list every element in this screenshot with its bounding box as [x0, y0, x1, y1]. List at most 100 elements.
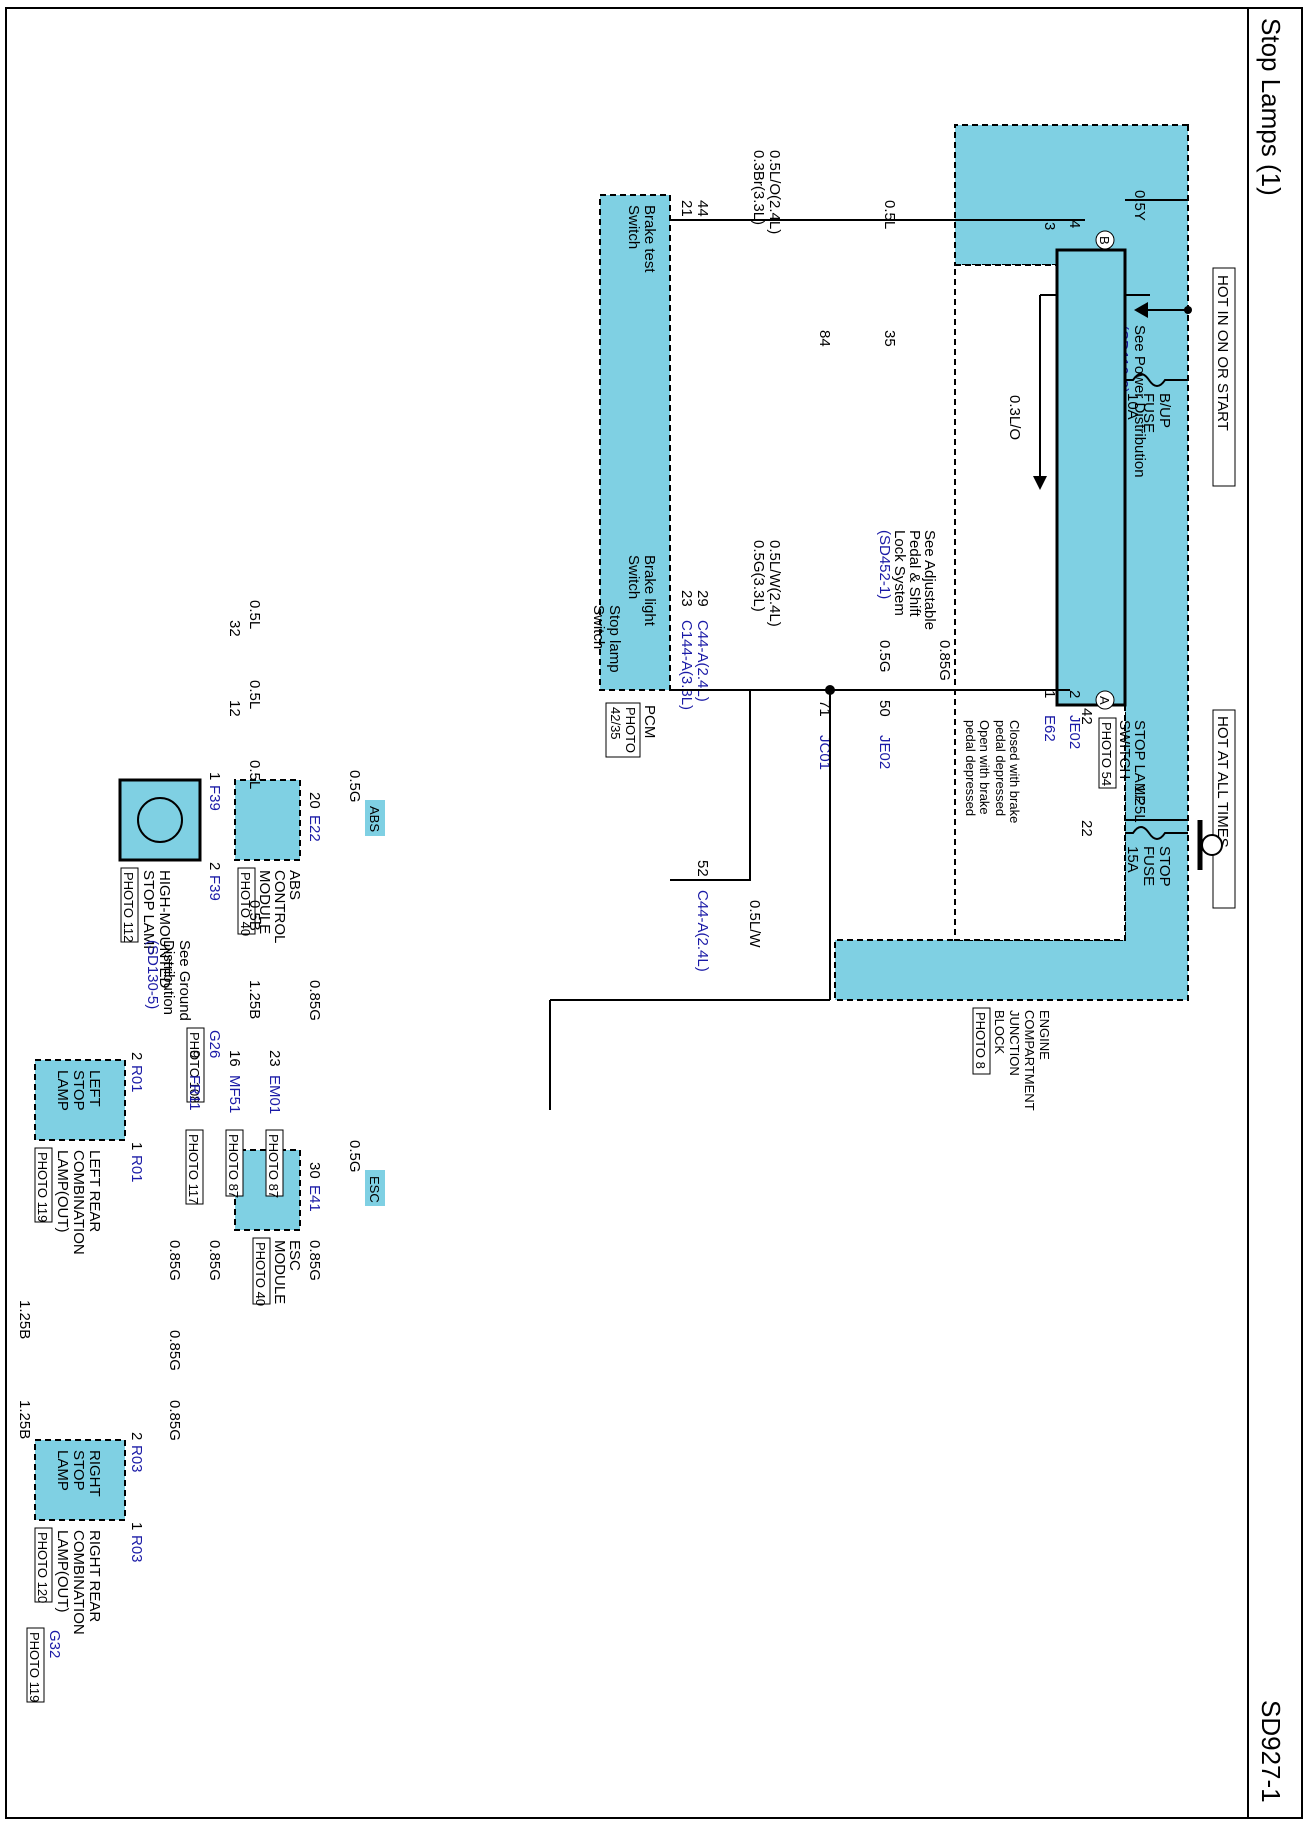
connector-label: E62 — [1041, 715, 1058, 742]
pin-label: 12 — [226, 700, 243, 717]
pin-label: 2 — [128, 1052, 145, 1060]
pin-label: 52 — [694, 860, 711, 877]
sd-feed-arrow — [1033, 476, 1047, 490]
connector-label: MF51 — [226, 1075, 243, 1113]
switch-note-a2: pedal depressed — [993, 720, 1008, 816]
wire-label: 0.85G — [206, 1240, 223, 1281]
pin-label: 84 — [816, 330, 833, 347]
pin-label: 35 — [881, 330, 898, 347]
pin-label: 44 — [694, 200, 711, 217]
connector-label: F39 — [206, 785, 223, 811]
connector-label: JE02 — [876, 735, 893, 769]
hot-all-label: HOT AT ALL TIMES — [1214, 716, 1231, 848]
abs-label2: CONTROL — [271, 870, 288, 943]
wire-group — [549, 199, 1188, 1110]
see-adjustable2: Pedal & Shift — [906, 530, 923, 618]
hm-photo: PHOTO 112 — [121, 872, 136, 942]
pin-label: 3 — [1041, 222, 1058, 230]
wire-label: 0.5G — [346, 770, 363, 803]
wire-label: 0.5L/W — [746, 900, 763, 948]
switch-label1: STOP LAMP — [1131, 720, 1148, 805]
wire-label: 0.5B — [246, 900, 263, 931]
high-mounted-lamp-body — [118, 778, 202, 862]
brake-light-label2: Switch — [625, 555, 642, 599]
right-lamp-in3: LAMP — [54, 1450, 71, 1491]
pin-label: 23 — [678, 590, 695, 607]
abs-photo: PHOTO 40 — [238, 872, 253, 936]
pcm-label: PCM — [641, 705, 658, 738]
wire-label: 0.85G — [166, 1240, 183, 1281]
hm-lamp-label1: HIGH-MOUNTED — [156, 870, 173, 988]
wire-label: 1.25B — [16, 1400, 33, 1439]
junction-block-outline — [834, 124, 1189, 1001]
left-lamp-in1: LEFT — [86, 1070, 103, 1107]
g32-photo: PHOTO 119 — [27, 1632, 42, 1702]
wire-label: 0.5L — [246, 760, 263, 789]
marker-b: B — [1097, 236, 1112, 245]
pin-label: 29 — [694, 590, 711, 607]
pin-label: 16 — [226, 1050, 243, 1067]
hot-run-label: HOT IN ON OR START — [1214, 275, 1231, 431]
wire-label: 0.5G — [346, 1140, 363, 1173]
wire-label: 0.3L/O — [1006, 395, 1023, 440]
switch-photo: PHOTO 54 — [1099, 722, 1114, 786]
switch-note-a1: Closed with brake — [1007, 720, 1022, 823]
bup-fuse-label1: B/UP — [1156, 393, 1173, 428]
pin-label: 1 — [1041, 690, 1058, 698]
right-lamp-in2: STOP — [70, 1450, 87, 1491]
pin-label: 42 — [1078, 708, 1095, 725]
ecjb-label2: COMPARTMENT — [1022, 1010, 1037, 1111]
pin-label: 4 — [1066, 220, 1083, 228]
right-stop-lamp — [34, 1439, 126, 1521]
see-ground2: Distribution — [160, 940, 177, 1015]
see-power-dist: See Power Distribution — [1131, 325, 1148, 478]
stop-switch-input-label1: Stop lamp — [606, 605, 623, 673]
brake-test-label1: Brake test — [641, 205, 658, 273]
connector-label: E22 — [306, 815, 323, 842]
right-lamp-label1: RIGHT REAR — [86, 1530, 103, 1622]
connector-label: R01 — [128, 1065, 145, 1093]
connector-label: E41 — [306, 1185, 323, 1212]
wire-label: 0.5L/O(2.4L) — [766, 150, 783, 234]
ecjb-photo-box — [972, 1007, 991, 1075]
esc-label1: ESC — [286, 1240, 303, 1271]
abs-photo-box — [237, 867, 256, 935]
left-lamp-label1: LEFT REAR — [86, 1150, 103, 1232]
splice-dot — [825, 685, 835, 695]
stop-fuse-label2: FUSE — [1140, 846, 1157, 886]
fr11-photo: PHOTO 117 — [186, 1134, 201, 1204]
right-lamp-label2: COMBINATION — [70, 1530, 87, 1635]
pin-label: 2 — [1066, 690, 1083, 698]
pcm-photo1: PHOTO — [623, 707, 638, 753]
connector-label: C144-A(3.3L) — [678, 620, 695, 710]
pin-label: 23 — [266, 1050, 283, 1067]
wire-label: 0.5G(3.3L) — [750, 540, 767, 612]
pin-label: 20 — [306, 792, 323, 809]
wire-label: 0.5L — [881, 200, 898, 229]
switch-label2: SWITCH — [1116, 720, 1133, 779]
stop-fuse-label3: 15A — [1124, 846, 1141, 873]
marker-a-icon — [1095, 690, 1115, 710]
pin-label: 1 — [206, 772, 223, 780]
esc-photo: PHOTO 40 — [253, 1242, 268, 1306]
wire-label: 0.5Y — [1131, 190, 1148, 221]
connector-label: C44-A(2.4L) — [694, 620, 711, 702]
pin-label: 1 — [128, 1522, 145, 1530]
pin-label: 71 — [816, 700, 833, 717]
right-lamp-label3: LAMP(OUT) — [54, 1530, 71, 1613]
connector-label: JC01 — [816, 735, 833, 770]
switch-photo-box — [1098, 717, 1117, 789]
hot-run-label-box — [1212, 267, 1236, 487]
pcm-photo2: 42/35 — [608, 707, 623, 740]
esc-tag-label: ESC — [367, 1176, 382, 1203]
pin-label: 1 — [128, 1142, 145, 1150]
wire-label: 0.85G — [166, 1330, 183, 1371]
g26-photo-box — [186, 1027, 205, 1103]
pin-label: 9 — [186, 1050, 203, 1058]
see-adjustable1: See Adjustable — [921, 530, 938, 630]
see-ground1: See Ground — [176, 940, 193, 1021]
fr11-photo-box — [185, 1129, 204, 1205]
ecjb-label1: ENGINE — [1037, 1010, 1052, 1060]
wire-label: 0.5L/W(2.4L) — [766, 540, 783, 627]
